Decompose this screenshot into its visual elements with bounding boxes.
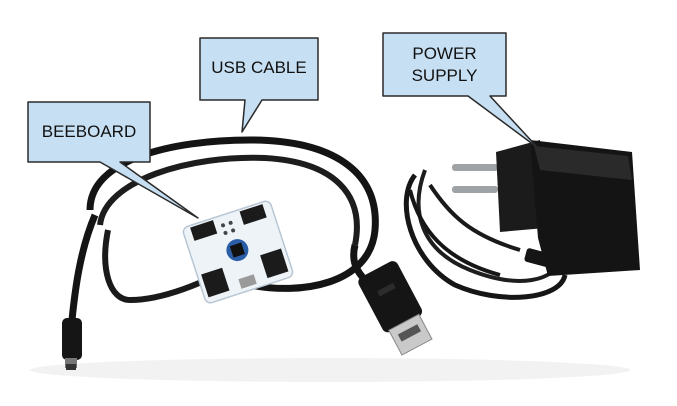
- power-supply-label-line1: POWER: [412, 44, 477, 63]
- power-supply: [403, 140, 640, 300]
- beeboard: [182, 200, 294, 304]
- usb-cable-label: USB CABLE: [211, 58, 307, 77]
- callout-beeboard: [27, 101, 199, 219]
- callout-power-supply: [382, 32, 539, 149]
- callout-usb-cable: [199, 37, 319, 133]
- usb-cable: [62, 136, 433, 370]
- beeboard-label: BEEBOARD: [41, 122, 137, 141]
- power-supply-label-line2: SUPPLY: [411, 66, 478, 85]
